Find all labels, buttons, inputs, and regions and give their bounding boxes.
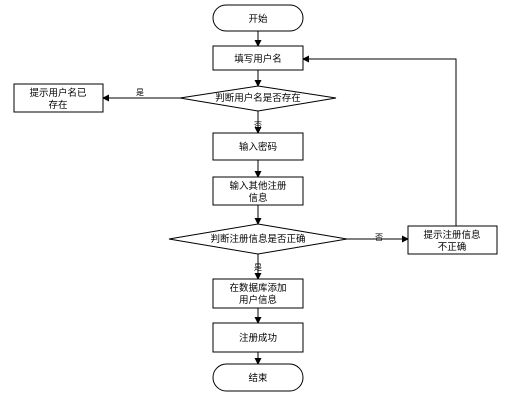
info-incorrect-node: 提示注册信息 不正确: [407, 225, 498, 255]
username-exists-line1: 提示用户名已: [29, 87, 87, 99]
enter-other-info-line2: 信息: [248, 192, 267, 204]
end-node: 结束: [212, 363, 304, 392]
check-info-label: 判断注册信息是否正确: [210, 233, 305, 245]
fill-username-label: 填写用户名: [234, 53, 282, 65]
info-incorrect-line2: 不正确: [438, 241, 467, 253]
success-node: 注册成功: [212, 322, 304, 353]
info-incorrect-line1: 提示注册信息: [423, 229, 480, 241]
username-exists-line2: 存在: [48, 99, 67, 111]
edge-yes-info: 是: [254, 263, 262, 272]
check-username-decision: 判断用户名是否存在: [179, 85, 337, 112]
edge-no-info: 否: [375, 233, 383, 242]
enter-other-info-line1: 输入其他注册: [229, 180, 287, 192]
username-exists-node: 提示用户名已 存在: [13, 83, 104, 113]
enter-password-node: 输入密码: [212, 132, 304, 161]
arrow-incorrect-loop-back: [302, 55, 457, 226]
edge-no-username: 否: [254, 121, 262, 130]
add-to-db-line1: 在数据库添加: [229, 282, 286, 294]
start-node: 开始: [212, 4, 304, 32]
add-to-db-node: 在数据库添加 用户信息: [212, 278, 304, 309]
fill-username-node: 填写用户名: [212, 45, 304, 71]
enter-other-info-node: 输入其他注册 信息: [212, 176, 304, 206]
enter-password-label: 输入密码: [239, 141, 277, 153]
check-info-decision: 判断注册信息是否正确: [168, 223, 348, 255]
check-username-label: 判断用户名是否存在: [215, 92, 301, 104]
start-label: 开始: [248, 13, 268, 25]
edge-yes-username: 是: [136, 88, 144, 97]
success-label: 注册成功: [239, 332, 277, 344]
end-label: 结束: [248, 372, 268, 384]
connectors: [102, 31, 457, 365]
add-to-db-line2: 用户信息: [239, 294, 277, 306]
